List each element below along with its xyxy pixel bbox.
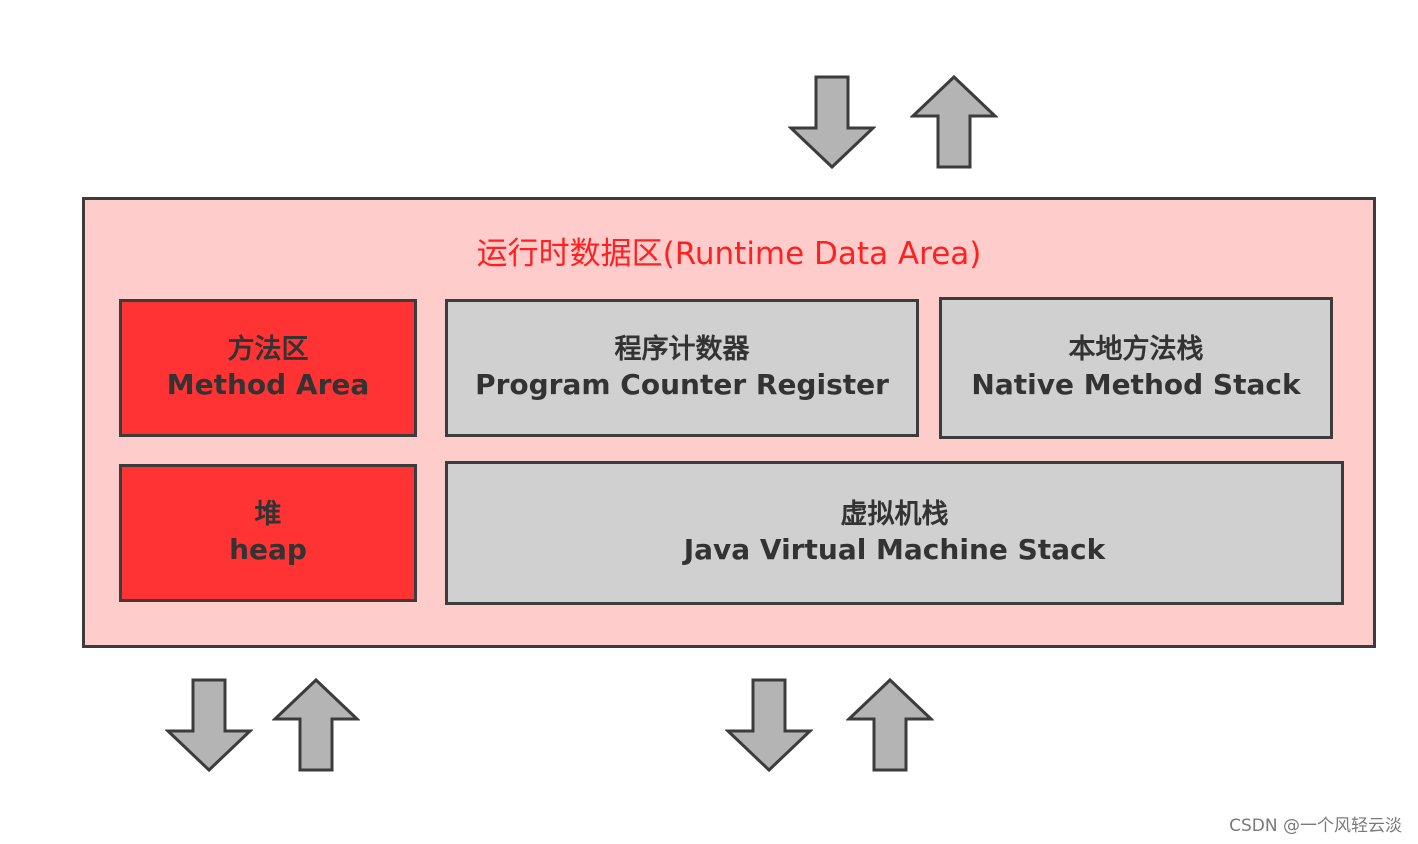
up-arrow-icon — [846, 677, 934, 773]
watermark: CSDN @一个风轻云淡 — [1229, 816, 1402, 836]
down-arrow-icon — [725, 677, 813, 773]
program-counter-zh-label: 程序计数器 — [614, 334, 750, 366]
runtime-area-title: 运行时数据区(Runtime Data Area) — [476, 236, 982, 272]
method-area-block: 方法区 Method Area — [119, 299, 417, 437]
runtime-data-area: 运行时数据区(Runtime Data Area) 方法区 Method Are… — [82, 197, 1376, 648]
native-method-stack-en-label: Native Method Stack — [971, 368, 1301, 402]
up-arrow-icon — [910, 74, 998, 170]
method-area-en-label: Method Area — [166, 368, 370, 402]
heap-zh-label: 堆 — [254, 499, 282, 531]
up-arrow-icon — [272, 677, 360, 773]
method-area-zh-label: 方法区 — [227, 334, 309, 366]
heap-en-label: heap — [229, 533, 307, 567]
program-counter-en-label: Program Counter Register — [475, 368, 889, 402]
jvm-stack-zh-label: 虚拟机栈 — [840, 499, 949, 531]
native-method-stack-zh-label: 本地方法栈 — [1068, 334, 1204, 366]
heap-block: 堆 heap — [119, 464, 417, 602]
native-method-stack-block: 本地方法栈 Native Method Stack — [939, 297, 1333, 439]
jvm-stack-en-label: Java Virtual Machine Stack — [683, 533, 1106, 567]
jvm-stack-block: 虚拟机栈 Java Virtual Machine Stack — [445, 461, 1344, 605]
program-counter-block: 程序计数器 Program Counter Register — [445, 299, 919, 437]
down-arrow-icon — [788, 74, 876, 170]
down-arrow-icon — [165, 677, 253, 773]
